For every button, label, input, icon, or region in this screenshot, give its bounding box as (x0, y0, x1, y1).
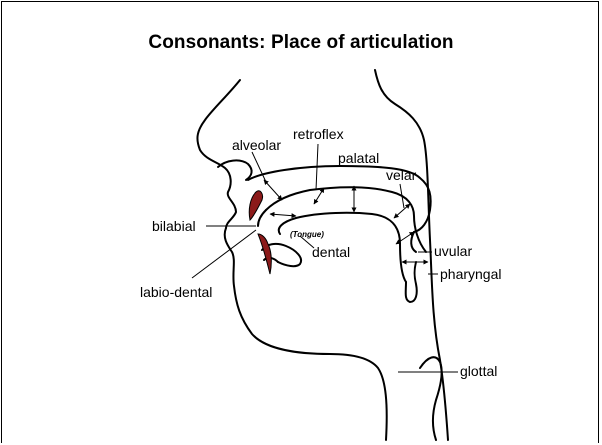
chin-throat (225, 228, 387, 440)
label-pharyngal: pharyngal (440, 266, 502, 282)
lower-lip-highlight (258, 234, 271, 274)
nostril (218, 160, 252, 180)
dental-arrow (270, 214, 296, 216)
upper-teeth (258, 210, 266, 226)
tongue-root (406, 262, 417, 302)
label-labio-dental: labio-dental (140, 284, 212, 300)
velar-arrow (394, 204, 410, 218)
label-dental: dental (312, 244, 350, 260)
label-glottal: glottal (460, 363, 497, 379)
uvula (411, 232, 416, 252)
face-profile-upper (197, 80, 240, 228)
label-uvular: uvular (434, 243, 472, 259)
label-palatal: palatal (338, 150, 379, 166)
label-velar: velar (386, 167, 417, 183)
label-retroflex: retroflex (293, 126, 344, 142)
larynx (420, 357, 442, 440)
alveolar-arrow (264, 180, 282, 200)
retroflex-arrow (314, 188, 324, 204)
label-tongue: (Tongue) (290, 230, 324, 239)
label-alveolar: alveolar (232, 137, 281, 153)
label-bilabial: bilabial (152, 218, 196, 234)
